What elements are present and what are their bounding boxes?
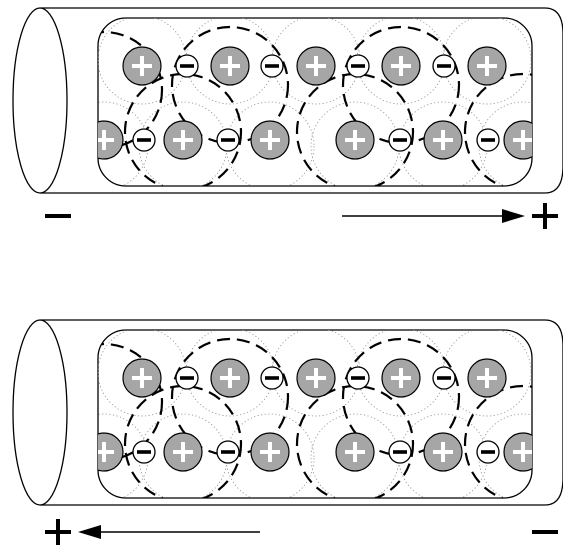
cation-icon	[423, 120, 463, 160]
solvation-shell	[225, 101, 315, 186]
tube-outline	[40, 319, 563, 506]
anion-icon	[216, 440, 240, 464]
cation-icon	[296, 46, 336, 86]
anion-icon	[132, 440, 156, 464]
cation-icon	[335, 120, 375, 160]
anion-icon	[346, 54, 370, 78]
left-polarity-sign: +	[45, 519, 71, 545]
cation-icon	[98, 120, 124, 160]
cation-icon	[98, 432, 124, 472]
cation-icon	[503, 120, 532, 160]
solvation-shell	[442, 18, 532, 105]
cation-icon	[423, 432, 463, 472]
cation-icon	[163, 120, 203, 160]
cation-icon	[296, 358, 336, 398]
panel-top: -+	[12, 7, 563, 229]
cation-icon	[503, 432, 532, 472]
right-polarity-sign: +	[532, 203, 558, 229]
cation-icon	[210, 46, 250, 86]
tube-end-ellipse	[12, 319, 68, 506]
cation-icon	[210, 358, 250, 398]
anion-icon	[346, 366, 370, 390]
panel-bottom: +-	[12, 319, 563, 545]
cation-icon	[381, 46, 421, 86]
ion-pair-shell	[463, 72, 532, 186]
cation-icon	[381, 358, 421, 398]
anion-icon	[432, 366, 456, 390]
cation-icon	[122, 358, 162, 398]
pore-window	[97, 17, 533, 187]
anion-icon	[476, 128, 500, 152]
cation-icon	[250, 120, 290, 160]
anion-icon	[260, 366, 284, 390]
arrow-left-icon	[78, 525, 260, 539]
tube-outline	[40, 7, 563, 194]
cation-icon	[335, 432, 375, 472]
anion-icon	[388, 440, 412, 464]
cation-icon	[163, 432, 203, 472]
anion-icon	[388, 128, 412, 152]
solvation-shell	[442, 330, 532, 417]
right-polarity-sign: -	[532, 530, 558, 534]
cation-icon	[250, 432, 290, 472]
anion-icon	[175, 366, 199, 390]
anion-icon	[260, 54, 284, 78]
anion-icon	[175, 54, 199, 78]
anion-icon	[476, 440, 500, 464]
cation-icon	[467, 358, 507, 398]
cation-icon	[122, 46, 162, 86]
ion-pair-shell	[463, 384, 532, 498]
anion-icon	[432, 54, 456, 78]
cation-icon	[467, 46, 507, 86]
anion-icon	[132, 128, 156, 152]
anion-icon	[216, 128, 240, 152]
arrow-right-icon	[342, 209, 525, 223]
pore-window	[97, 329, 533, 499]
left-polarity-sign: -	[45, 214, 71, 218]
tube-end-ellipse	[12, 7, 68, 194]
solvation-shell	[225, 413, 315, 498]
